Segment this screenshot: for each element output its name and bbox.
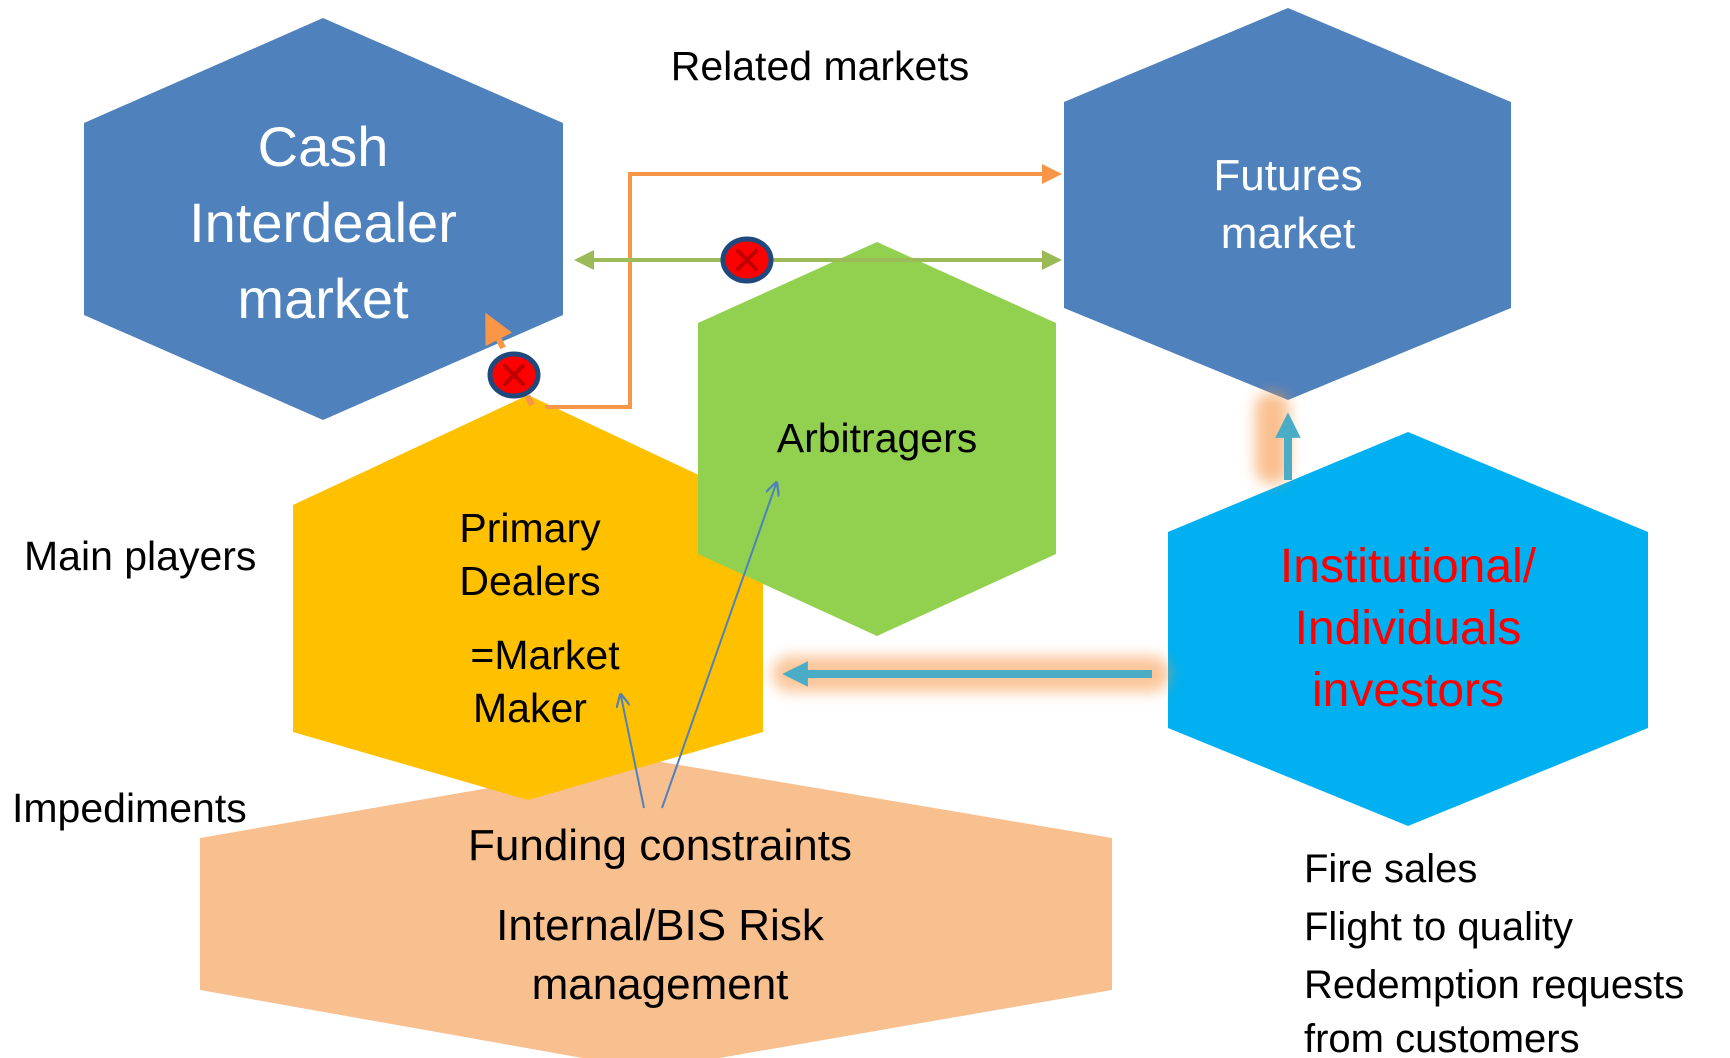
node-line: Funding constraints xyxy=(468,821,852,870)
impediments-section-label: Impediments xyxy=(12,785,247,831)
node-line: Primary xyxy=(459,505,601,551)
node-line: Interdealer xyxy=(189,191,457,254)
node-line: Arbitragers xyxy=(777,415,978,461)
primary-dealers-shape xyxy=(293,395,763,800)
effect-item: Flight to quality xyxy=(1304,905,1573,949)
main-players-label: Main players xyxy=(24,533,256,579)
funding-to-arbitragers-arrow xyxy=(661,484,776,809)
impediments-shape xyxy=(200,760,1112,1058)
node-line: market xyxy=(1221,209,1355,258)
node-line: Maker xyxy=(473,685,587,731)
blocked-x-icon xyxy=(720,236,774,284)
node-line: Dealers xyxy=(459,558,600,604)
cash-interdealer-shape xyxy=(84,18,563,420)
node-line: Individuals xyxy=(1295,602,1522,655)
impediments-label: Funding constraints Internal/BIS Risk ma… xyxy=(468,821,852,1009)
node-line: investors xyxy=(1312,664,1504,717)
arbitragers-shape xyxy=(698,242,1056,636)
effect-item: from customers xyxy=(1304,1017,1580,1058)
node-line: market xyxy=(237,267,409,330)
investors-label: Institutional/ Individuals investors xyxy=(1280,540,1537,717)
dealers-to-futures-arrow xyxy=(545,164,1062,409)
investor-effects-list: Fire sales Flight to quality Redemption … xyxy=(1304,847,1684,1058)
related-markets-label: Related markets xyxy=(671,43,970,89)
futures-shape xyxy=(1064,8,1511,400)
arbitragers-label: Arbitragers xyxy=(777,415,978,461)
futures-arrow-glow xyxy=(1255,392,1289,484)
node-line: =Market xyxy=(470,632,620,678)
node-line: Futures xyxy=(1213,151,1362,200)
futures-label: Futures market xyxy=(1213,151,1362,258)
node-line: Internal/BIS Risk xyxy=(496,901,825,950)
node-line: Cash xyxy=(258,115,389,178)
funding-to-dealers-arrow xyxy=(621,696,645,809)
node-line: Institutional/ xyxy=(1280,540,1537,593)
cash-interdealer-label: Cash Interdealer market xyxy=(189,115,457,330)
investors-shape xyxy=(1168,432,1648,826)
effect-item: Redemption requests xyxy=(1304,963,1684,1007)
effect-item: Fire sales xyxy=(1304,847,1477,891)
blocked-x-icon xyxy=(487,351,541,399)
primary-dealers-label: Primary Dealers =Market Maker xyxy=(459,505,620,731)
node-line: management xyxy=(532,960,789,1009)
